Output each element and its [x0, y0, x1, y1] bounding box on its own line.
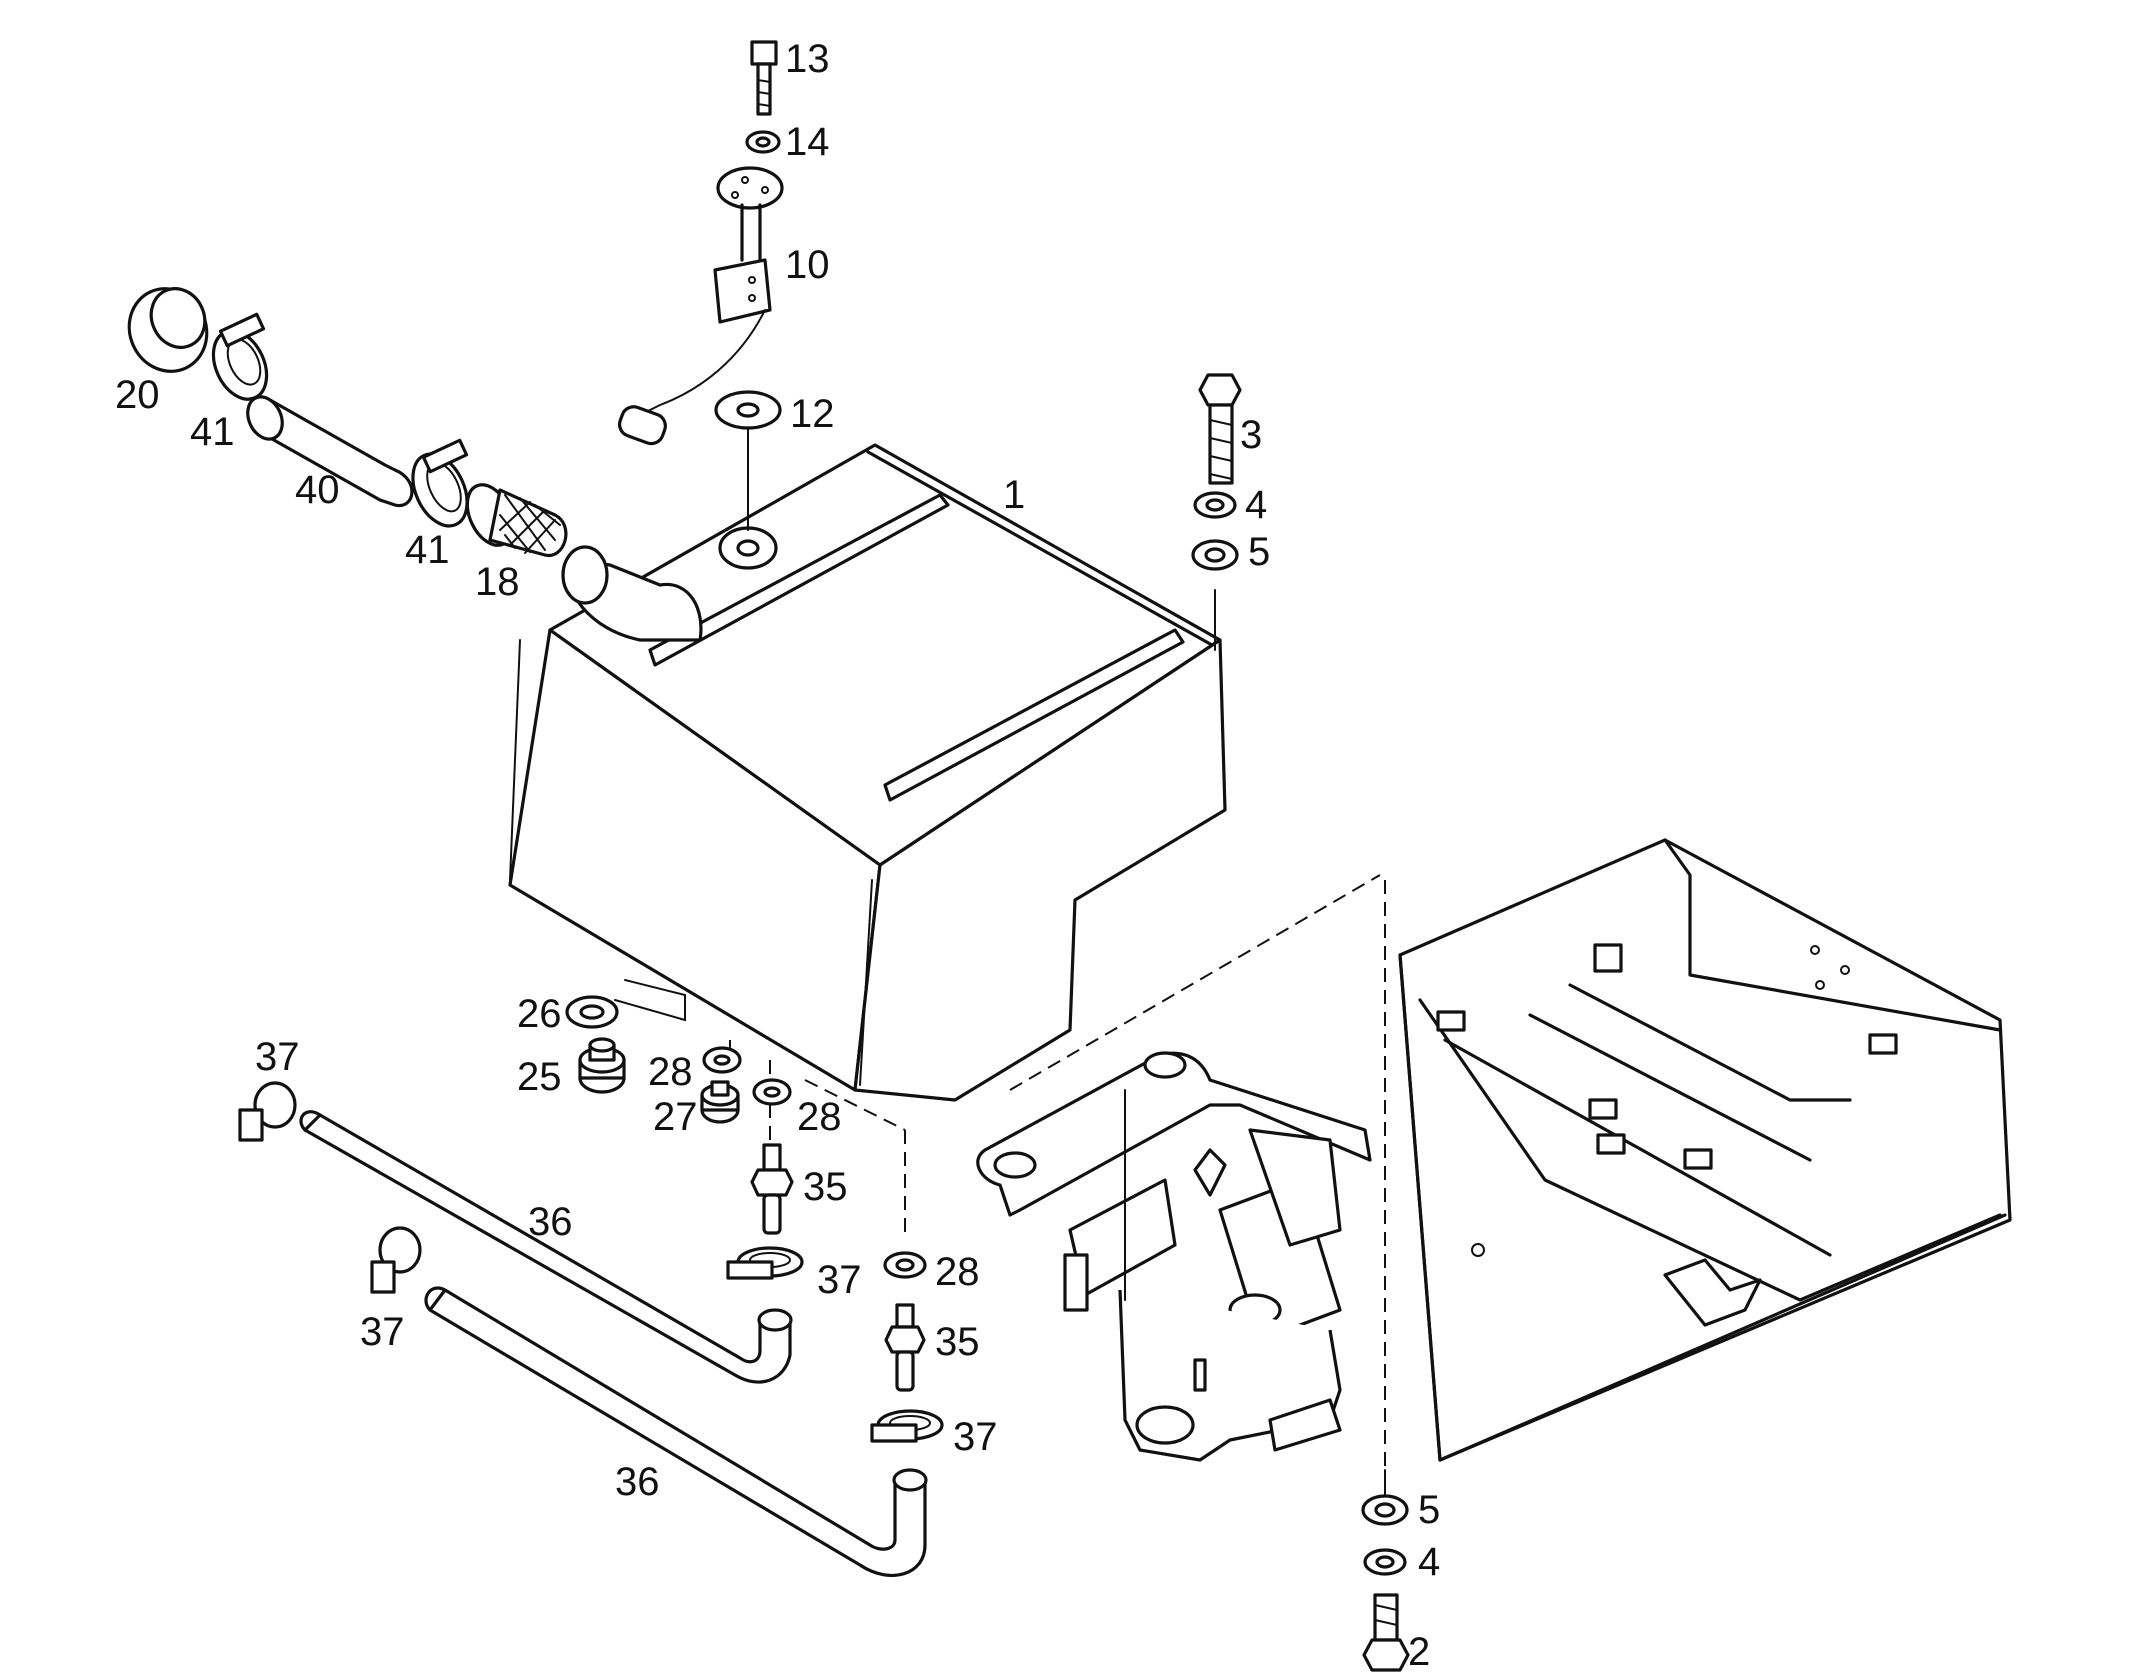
callout-14: 14 — [785, 120, 830, 164]
assembly-guide-lines — [614, 404, 1386, 1501]
callout-36-b: 36 — [615, 1460, 660, 1504]
chassis-frame — [1398, 838, 2012, 1462]
callout-labels: 13 14 10 12 1 3 4 5 20 41 40 41 18 26 25… — [115, 37, 1440, 1674]
callout-20: 20 — [115, 373, 160, 417]
callout-1: 1 — [1003, 473, 1025, 517]
callout-26: 26 — [517, 992, 562, 1036]
hose-clamp-41-right — [411, 438, 469, 528]
hose-clamp-37-c — [726, 1246, 804, 1280]
hose-clamp-37-d — [870, 1409, 944, 1443]
washer-14 — [745, 130, 781, 154]
callout-18: 18 — [475, 560, 520, 604]
callout-28-b: 28 — [797, 1095, 842, 1139]
plug-25 — [578, 1037, 626, 1094]
callout-25: 25 — [517, 1055, 562, 1099]
bolt-3 — [1198, 373, 1242, 485]
callout-36-a: 36 — [528, 1200, 573, 1244]
callout-37-d: 37 — [953, 1415, 998, 1459]
callout-13: 13 — [785, 37, 830, 81]
gasket-12 — [714, 390, 782, 430]
washer-4-bottom — [1363, 1548, 1407, 1576]
callout-2: 2 — [1408, 1630, 1430, 1674]
front-subframe — [976, 1051, 1372, 1462]
hose-clamp-41-left — [211, 312, 269, 401]
filler-hose-40 — [246, 395, 414, 508]
callout-41-right: 41 — [405, 528, 450, 572]
callout-41-left: 41 — [190, 410, 235, 454]
washer-28-b — [752, 1078, 792, 1106]
fuel-level-sender-10 — [617, 166, 784, 446]
strainer-18 — [465, 483, 568, 557]
callout-4-top: 4 — [1245, 483, 1267, 527]
callout-35-a: 35 — [803, 1165, 848, 1209]
callout-37-b: 37 — [360, 1310, 405, 1354]
fuel-hose-36-upper — [299, 1110, 793, 1384]
washer-5-bottom — [1361, 1494, 1409, 1526]
gasket-26 — [565, 995, 619, 1029]
washer-28-c — [883, 1251, 927, 1279]
fitting-35-a — [750, 1143, 794, 1235]
filler-cap-20 — [127, 287, 209, 373]
callout-10: 10 — [785, 243, 830, 287]
callout-28-a: 28 — [648, 1050, 693, 1094]
bolt-13 — [750, 40, 778, 116]
callout-37-a: 37 — [255, 1035, 300, 1079]
callout-27: 27 — [653, 1095, 698, 1139]
callout-12: 12 — [790, 392, 835, 436]
washer-28-a — [702, 1046, 742, 1074]
washer-4-top — [1193, 491, 1237, 519]
fuel-tank — [508, 443, 1227, 1102]
callout-40: 40 — [295, 468, 340, 512]
callout-37-c: 37 — [817, 1258, 862, 1302]
plug-27 — [700, 1080, 740, 1124]
callout-3: 3 — [1240, 413, 1262, 457]
hose-clamp-37-b — [370, 1226, 422, 1294]
bolt-2 — [1362, 1593, 1410, 1672]
callout-28-c: 28 — [935, 1250, 980, 1294]
callout-5-top: 5 — [1248, 530, 1270, 574]
callout-35-b: 35 — [935, 1320, 980, 1364]
hose-clamp-37-a — [238, 1081, 297, 1142]
fitting-35-b — [884, 1303, 926, 1392]
fuel-hose-36-lower — [424, 1286, 928, 1577]
callout-5-bottom: 5 — [1418, 1488, 1440, 1532]
washer-5-top — [1191, 539, 1239, 571]
callout-4-bottom: 4 — [1418, 1540, 1440, 1584]
